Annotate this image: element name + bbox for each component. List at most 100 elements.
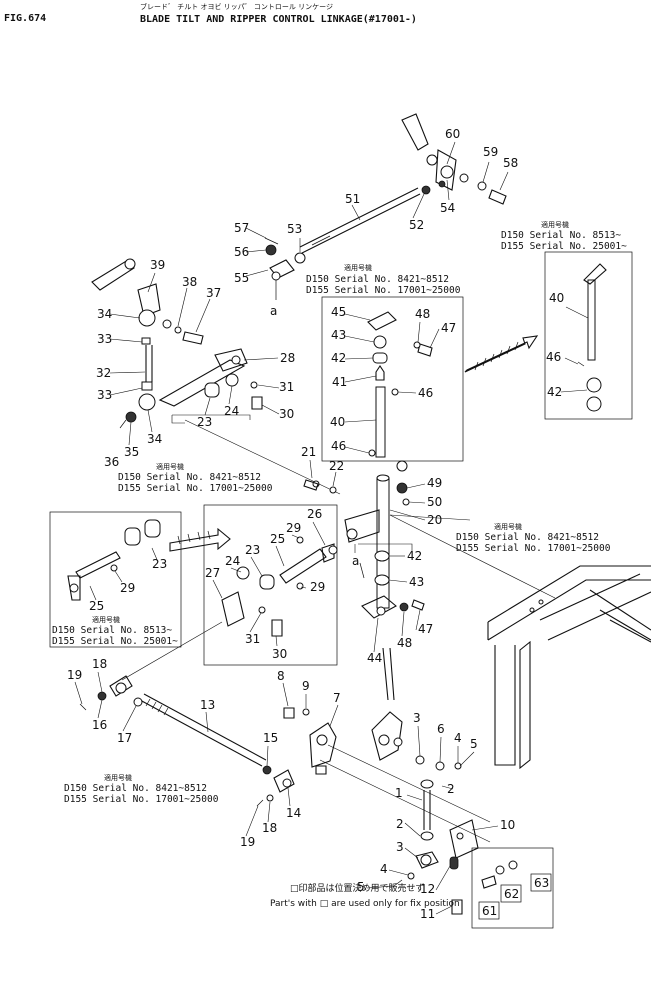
svg-text:D155 Serial No. 17001~25000: D155 Serial No. 17001~25000 <box>456 543 611 554</box>
variant-right-parts <box>565 263 607 412</box>
callout-23: 23 <box>197 415 212 429</box>
callout-10: 10 <box>500 818 515 832</box>
callout-47: 47 <box>441 321 456 335</box>
callout-60: 60 <box>445 127 460 141</box>
callout-29: 29 <box>120 581 135 595</box>
variant-left-parts <box>67 519 161 601</box>
leader-lines <box>74 141 588 915</box>
callout-labels: 1 2 2 3 3 4 4 5 5 6 7 8 9 10 11 12 13 14… <box>67 127 564 921</box>
callout-34: 34 <box>147 432 162 446</box>
center-left-parts <box>221 536 338 637</box>
callout-18: 18 <box>262 821 277 835</box>
callout-31: 31 <box>279 380 294 394</box>
callout-33: 33 <box>97 332 112 346</box>
callout-39: 39 <box>150 258 165 272</box>
callout-7: 7 <box>333 691 341 705</box>
serial-block-right-mid: 適用号機 D150 Serial No. 8421~8512 D155 Seri… <box>456 522 611 554</box>
serial-block-left-mid: 適用号機 D150 Serial No. 8421~8512 D155 Seri… <box>118 462 273 494</box>
svg-text:適用号機: 適用号機 <box>104 773 132 782</box>
svg-text:D155 Serial No. 17001~25000: D155 Serial No. 17001~25000 <box>64 794 219 805</box>
callout-21: 21 <box>301 445 316 459</box>
reference-mark-a-mid: a <box>352 554 359 568</box>
svg-text:D155 Serial No. 25001~: D155 Serial No. 25001~ <box>52 636 178 647</box>
serial-block-top-right: 適用号機 D150 Serial No. 8513~ D155 Serial N… <box>501 220 627 252</box>
callout-30: 30 <box>279 407 294 421</box>
svg-text:D150 Serial No. 8513~: D150 Serial No. 8513~ <box>52 625 172 636</box>
callout-62: 62 <box>504 887 519 901</box>
callout-1: 1 <box>395 786 403 800</box>
callout-12: 12 <box>420 882 435 896</box>
callout-43: 43 <box>409 575 424 589</box>
callout-27: 27 <box>205 566 220 580</box>
fix-position-parts <box>481 860 518 889</box>
callout-55: 55 <box>234 271 249 285</box>
callout-14: 14 <box>286 806 301 820</box>
callout-28: 28 <box>280 351 295 365</box>
callout-2: 2 <box>396 817 404 831</box>
svg-text:D155 Serial No. 17001~25000: D155 Serial No. 17001~25000 <box>118 483 273 494</box>
direction-arrow-right <box>464 335 539 373</box>
svg-text:D150 Serial No. 8513~: D150 Serial No. 8513~ <box>501 230 621 241</box>
callout-57: 57 <box>234 221 249 235</box>
footnote-english: Part's with □ are used only for fix posi… <box>270 899 460 909</box>
callout-3: 3 <box>413 711 421 725</box>
svg-text:適用号機: 適用号機 <box>541 220 569 229</box>
callout-22: 22 <box>329 459 344 473</box>
callout-48: 48 <box>397 636 412 650</box>
svg-text:適用号機: 適用号機 <box>92 615 120 624</box>
callout-42: 42 <box>407 549 422 563</box>
variant-box-left <box>49 511 182 648</box>
callout-4: 4 <box>454 731 462 745</box>
callout-40: 40 <box>330 415 345 429</box>
center-variant-parts <box>367 311 433 458</box>
callout-29: 29 <box>286 521 301 535</box>
svg-text:D150 Serial No. 8421~8512: D150 Serial No. 8421~8512 <box>64 783 207 794</box>
callout-6: 6 <box>437 722 445 736</box>
fig-number: FIG.674 <box>4 13 46 24</box>
callout-16: 16 <box>92 718 107 732</box>
callout-5: 5 <box>470 737 478 751</box>
callout-48: 48 <box>415 307 430 321</box>
callout-25: 25 <box>89 599 104 613</box>
callout-50: 50 <box>427 495 442 509</box>
callout-63: 63 <box>534 876 549 890</box>
callout-41: 41 <box>332 375 347 389</box>
svg-text:D150 Serial No. 8421~8512: D150 Serial No. 8421~8512 <box>456 532 599 543</box>
svg-text:D155 Serial No. 17001~25000: D155 Serial No. 17001~25000 <box>306 285 461 296</box>
left-upper-linkage <box>91 258 204 429</box>
callout-31: 31 <box>245 632 260 646</box>
callout-3: 3 <box>396 840 404 854</box>
callout-46: 46 <box>546 350 561 364</box>
direction-arrow-left <box>169 527 231 552</box>
callout-24: 24 <box>224 404 239 418</box>
fix-position-box <box>471 847 554 929</box>
callout-38: 38 <box>182 275 197 289</box>
callout-37: 37 <box>206 286 221 300</box>
main-shaft-group <box>303 460 425 619</box>
callout-36: 36 <box>104 455 119 469</box>
callout-44: 44 <box>367 651 382 665</box>
rod-assembly-lower <box>79 621 327 807</box>
svg-text:D150 Serial No. 8421~8512: D150 Serial No. 8421~8512 <box>118 472 261 483</box>
callout-46: 46 <box>331 439 346 453</box>
callout-9: 9 <box>302 679 310 693</box>
callout-40: 40 <box>549 291 564 305</box>
callout-26: 26 <box>307 507 322 521</box>
callout-8: 8 <box>277 669 285 683</box>
serial-block-center-top: 適用号機 D150 Serial No. 8421~8512 D155 Seri… <box>306 263 461 296</box>
callout-43: 43 <box>331 328 346 342</box>
diagram-title: BLADE TILT AND RIPPER CONTROL LINKAGE(#1… <box>140 14 417 25</box>
svg-text:適用号機: 適用号機 <box>344 263 372 272</box>
reference-mark-a-top: a <box>270 304 277 318</box>
callout-32: 32 <box>96 366 111 380</box>
callout-61: 61 <box>482 904 497 918</box>
variant-box-center-left <box>203 504 338 666</box>
title-japanese: ブレード゛ チルト オヨビ リッパ゛ コントロール リンケージ <box>140 2 333 11</box>
callout-34: 34 <box>97 307 112 321</box>
callout-11: 11 <box>420 907 435 921</box>
callout-19: 19 <box>67 668 82 682</box>
callout-19: 19 <box>240 835 255 849</box>
callout-2: 2 <box>447 782 455 796</box>
